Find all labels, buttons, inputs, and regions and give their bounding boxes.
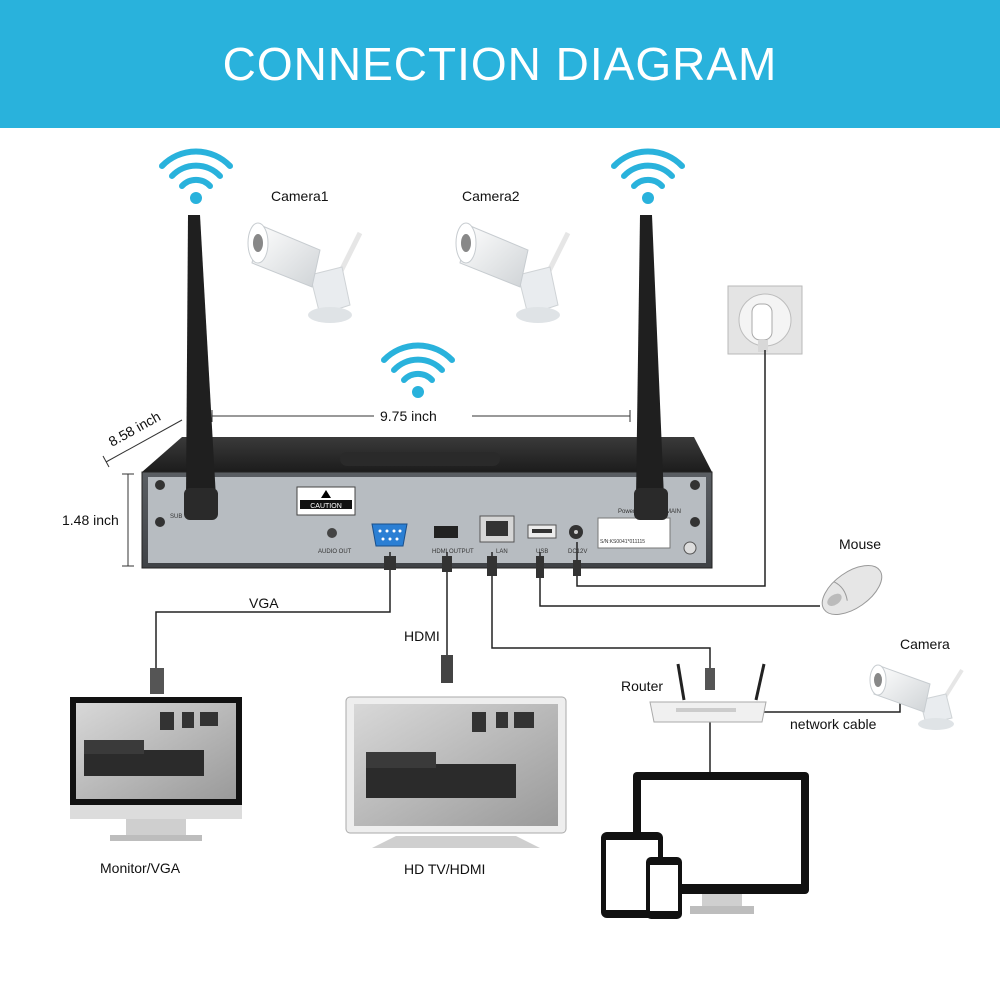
diagram-canvas: Camera1 Camera2 9.75 inch [62,148,964,919]
network-cable-label: network cable [790,716,877,732]
usb-port-label: USB [536,549,548,555]
wifi-icon [159,148,233,204]
lan-port-label: LAN [496,549,508,555]
height-dimension [122,473,134,567]
camera-icon [247,222,363,323]
page-title: CONNECTION DIAGRAM [222,38,778,90]
tv-label: HD TV/HDMI [404,861,485,877]
camera1-label: Camera1 [271,188,329,204]
mouse-label: Mouse [839,536,881,552]
vga-cable-label: VGA [249,595,279,611]
power-label: Power [618,509,635,515]
serial-label: S/N:KS0041*011115 [600,539,645,545]
monitor-label: Monitor/VGA [100,860,181,876]
phone-icon [646,857,682,919]
mouse-icon [821,565,883,615]
tv-icon [345,696,567,848]
header-banner: CONNECTION DIAGRAM [0,0,1000,128]
router-label: Router [621,678,663,694]
hdmi-port-label: HDMI OUTPUT [432,549,474,555]
audio-out-label: AUDIO OUT [318,549,352,555]
nvr-recorder: CAUTION SUB AUDIO OUT HDMI OUTPUT LAN US… [141,437,713,569]
camera3-label: Camera [900,636,950,652]
sub-label: SUB [170,514,182,520]
router-icon [649,663,767,723]
power-socket-icon [727,285,803,355]
antenna-icon [634,215,668,520]
depth-dimension [102,419,183,468]
caution-label: CAUTION [310,503,342,510]
cable-connectors [150,556,715,694]
width-dimension-label: 9.75 inch [380,408,437,424]
camera2-label: Camera2 [462,188,520,204]
main-label: MAIN [666,509,681,515]
camera-icon [869,664,964,730]
depth-dimension-label: 8.58 inch [106,408,163,450]
width-dimension [211,410,631,422]
antenna-icon [184,215,218,520]
camera-icon [455,222,571,323]
wifi-icon [381,342,455,398]
height-dimension-label: 1.48 inch [62,512,119,528]
wifi-icon [611,148,685,204]
monitor-icon [70,697,242,841]
hdmi-cable-label: HDMI [404,628,440,644]
